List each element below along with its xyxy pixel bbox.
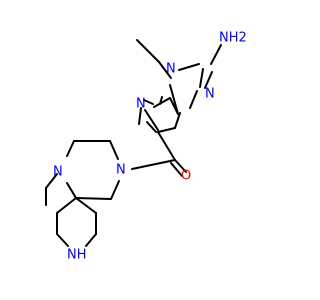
molecule-diagram: NH2 N N N O N N NH (45, 31, 247, 263)
atom-o-carbonyl: O (181, 169, 191, 184)
atom-nh-piperidine: NH (67, 248, 87, 263)
atom-n-methyl: N (53, 165, 63, 180)
atom-n-imidazole: N (205, 87, 215, 102)
atom-n-pyridine: N (136, 97, 146, 112)
atom-n-amide: N (116, 163, 126, 178)
atom-labels: NH2 N N N O N N NH (53, 31, 247, 263)
bond-lines (45, 39, 222, 247)
atom-nh2: NH2 (219, 31, 247, 46)
atom-n-ethyl-imidazole: N (166, 62, 176, 77)
